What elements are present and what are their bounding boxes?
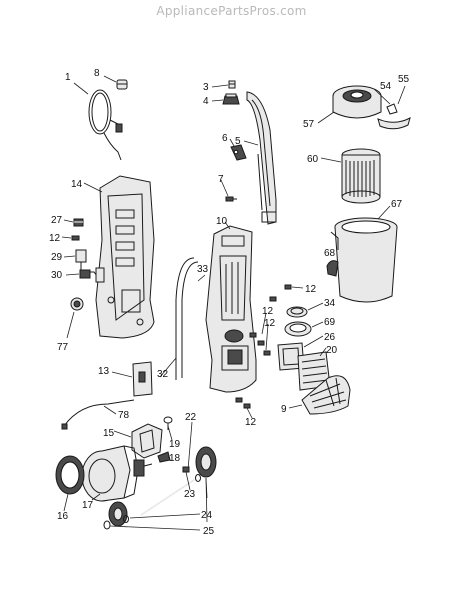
motor-gasket-part[interactable] — [55, 455, 85, 495]
switch-screw-part[interactable] — [71, 235, 80, 241]
filter-lid-part[interactable] — [332, 85, 382, 119]
callout-24: 24 — [201, 510, 213, 521]
cord-connector-part[interactable] — [79, 267, 105, 283]
brushroll-shaft-part[interactable] — [140, 479, 195, 516]
watermark: AppliancePartsPros.com — [156, 4, 307, 18]
foam-ring-part[interactable] — [284, 321, 312, 337]
callout-68: 68 — [324, 248, 336, 259]
exhaust-grille-part[interactable] — [301, 375, 351, 415]
shaft-clip-part[interactable] — [182, 466, 190, 473]
callout-6: 6 — [222, 133, 228, 144]
callout-18: 18 — [169, 453, 181, 464]
callout-33: 33 — [197, 264, 209, 275]
power-cord-part[interactable] — [88, 89, 123, 161]
motor-clip-part[interactable] — [157, 451, 171, 463]
callout-17: 17 — [82, 500, 94, 511]
bracket-screw-part[interactable] — [225, 196, 237, 202]
callout-23: 23 — [184, 489, 196, 500]
filter-lid-latch-part[interactable] — [377, 103, 411, 130]
callout-12-bottom: 12 — [245, 417, 257, 428]
callout-27: 27 — [51, 215, 63, 226]
cord-hook-cap-part[interactable] — [116, 79, 128, 90]
callout-4: 4 — [203, 96, 209, 107]
callout-12-switch: 12 — [49, 233, 61, 244]
callout-12-mid: 12 — [262, 306, 274, 317]
callout-26: 26 — [324, 332, 336, 343]
callout-10: 10 — [216, 216, 228, 227]
dirt-cup-part[interactable] — [330, 217, 398, 303]
callout-32: 32 — [157, 369, 169, 380]
callout-25: 25 — [203, 526, 215, 537]
callout-34: 34 — [324, 298, 336, 309]
callout-14: 14 — [71, 179, 83, 190]
handle-part[interactable] — [246, 91, 277, 225]
callout-7: 7 — [218, 174, 224, 185]
callout-9: 9 — [281, 404, 287, 415]
callout-22: 22 — [185, 412, 197, 423]
callout-5: 5 — [235, 136, 241, 147]
callout-78: 78 — [118, 410, 130, 421]
screw-set-part[interactable] — [235, 284, 292, 409]
callout-77: 77 — [57, 342, 69, 353]
motor-part[interactable] — [81, 445, 153, 502]
dirt-cup-latch-part[interactable] — [326, 260, 339, 277]
callout-15: 15 — [103, 428, 115, 439]
callout-1: 1 — [65, 72, 71, 83]
cord-wrap-hook-part[interactable] — [70, 297, 84, 311]
cover-plate-part[interactable] — [132, 361, 153, 397]
callout-16: 16 — [57, 511, 69, 522]
rear-housing-part[interactable] — [95, 175, 155, 339]
rear-wheel-part[interactable] — [195, 446, 217, 478]
callout-8: 8 — [94, 68, 100, 79]
callout-57: 57 — [303, 119, 315, 130]
callout-60: 60 — [307, 154, 319, 165]
motor-wire-part[interactable] — [61, 399, 135, 430]
round-filter-part[interactable] — [286, 306, 308, 318]
callout-12-lower: 12 — [264, 318, 276, 329]
callout-19: 19 — [169, 439, 181, 450]
hose-part[interactable] — [175, 257, 199, 380]
callout-29: 29 — [51, 252, 63, 263]
callout-13: 13 — [98, 366, 110, 377]
cartridge-filter-part[interactable] — [341, 148, 381, 204]
motor-cover-part[interactable] — [131, 423, 163, 459]
handle-bracket-part[interactable] — [230, 144, 247, 161]
callout-54: 54 — [380, 81, 392, 92]
motor-bushing-part[interactable] — [163, 416, 173, 430]
callout-55: 55 — [398, 74, 410, 85]
callout-30: 30 — [51, 270, 63, 281]
callout-3: 3 — [203, 82, 209, 93]
wheel-washer-part[interactable] — [103, 474, 201, 530]
switch-part[interactable] — [73, 218, 84, 227]
handle-knob-part[interactable] — [222, 93, 240, 105]
callout-labels: 1 8 3 4 55 54 57 5 6 60 7 14 67 10 27 12… — [49, 68, 410, 537]
front-housing-part[interactable] — [205, 225, 257, 393]
callout-69: 69 — [324, 317, 336, 328]
callout-67: 67 — [391, 199, 403, 210]
callout-20: 20 — [326, 345, 338, 356]
callout-12-upper-right: 12 — [305, 284, 317, 295]
handle-screw-part[interactable] — [228, 80, 236, 89]
